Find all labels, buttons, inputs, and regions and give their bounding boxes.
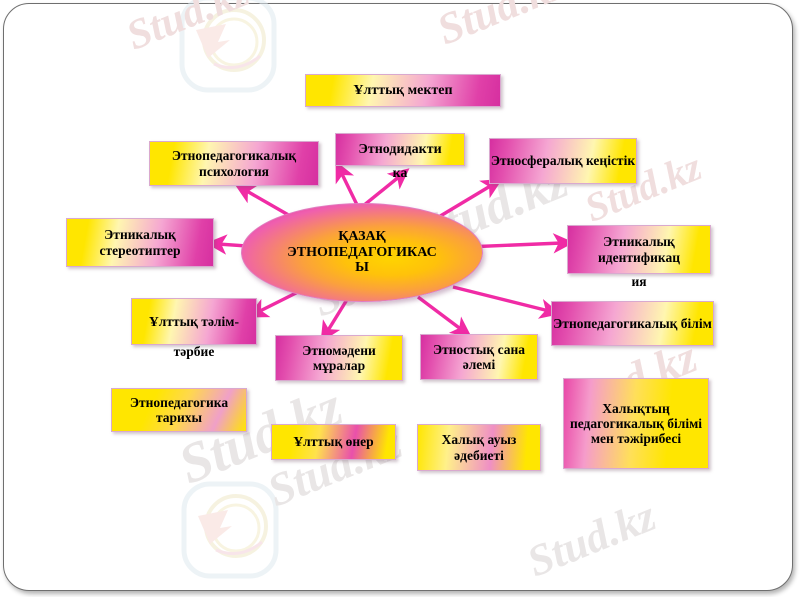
- node-halyqtyn-pedagogikalyq-bilimi[interactable]: Халықтың педагогикалық білімі мен тәжіри…: [563, 378, 709, 469]
- central-node-line2: ЭТНОПЕДАГОГИКАС: [287, 244, 437, 260]
- node-label-overflow: ка: [392, 166, 408, 181]
- node-etnopedagogika-tarihy[interactable]: Этнопедагогика тарихы: [111, 388, 247, 432]
- node-label: Этнодидакти: [358, 141, 442, 157]
- node-etnopedagogikalyq-psihologiya[interactable]: Этнопедагогикалық психология: [149, 141, 319, 186]
- node-etnomadeni-muralar[interactable]: Этномәдени мұралар: [275, 335, 403, 381]
- node-etnikalyq-stereotipter[interactable]: Этникалық стереотиптер: [66, 218, 214, 267]
- central-node-label: ҚАЗАҚ ЭТНОПЕДАГОГИКАС Ы: [287, 229, 437, 275]
- node-label: Ұлттық өнер: [293, 434, 374, 450]
- node-label: Этнопедагогикалық психология: [171, 148, 297, 179]
- node-etnostyq-sana-alemi[interactable]: Этностық сана әлемі: [420, 334, 538, 380]
- node-etnikalyq-identifikaciya[interactable]: Этникалық идентификац: [567, 225, 711, 274]
- node-label: Этнопедагогикалық білім: [553, 315, 712, 331]
- central-node-line3: Ы: [355, 260, 369, 276]
- node-label: Этносфералық кеңістік: [490, 153, 636, 169]
- arrow-to-etnopedagogikalyq-bilim: [452, 285, 561, 319]
- central-node-line1: ҚАЗАҚ: [338, 229, 386, 245]
- node-label: Халықтың педагогикалық білімі мен тәжіри…: [569, 400, 703, 447]
- node-etnodidaktika[interactable]: Этнодидакти: [335, 133, 465, 166]
- node-etnopedagogikalyq-bilim[interactable]: Этнопедагогикалық білім: [551, 301, 714, 346]
- node-etnosferalyq-kenistik[interactable]: Этносфералық кеңістік: [489, 138, 637, 184]
- arrow-to-psihologiya: [234, 183, 293, 219]
- node-label-overflow: ия: [631, 274, 647, 289]
- node-label: Ұлттық мектеп: [353, 82, 453, 98]
- central-node[interactable]: ҚАЗАҚ ЭТНОПЕДАГОГИКАС Ы: [241, 203, 483, 302]
- arrow-to-kenistik: [436, 178, 503, 220]
- node-ulttyq-talim-tarbie[interactable]: Ұлттық тәлім-: [131, 298, 257, 345]
- arrow-to-etnomadeni: [320, 297, 350, 343]
- node-label: Этнопедагогика тарихы: [129, 394, 229, 425]
- node-label: Этникалық идентификац: [597, 234, 680, 265]
- node-halyq-auyz-adebieti[interactable]: Халық ауыз әдебиеті: [417, 424, 541, 471]
- node-ulttyq-oner[interactable]: Ұлттық өнер: [271, 424, 396, 460]
- arrow-to-etnostyq: [416, 295, 472, 338]
- node-label: Этномәдени мұралар: [302, 342, 376, 373]
- node-ulttyq-mektep[interactable]: Ұлттық мектеп: [305, 74, 501, 107]
- node-label: Этникалық стереотиптер: [99, 227, 181, 258]
- node-label-overflow: тәрбие: [173, 344, 215, 359]
- node-label: Этностық сана әлемі: [432, 341, 526, 372]
- node-label: Халық ауыз әдебиеті: [441, 432, 517, 463]
- arrow-to-etnodidaktika: [361, 168, 410, 208]
- node-label: Ұлттық тәлім-: [149, 313, 239, 329]
